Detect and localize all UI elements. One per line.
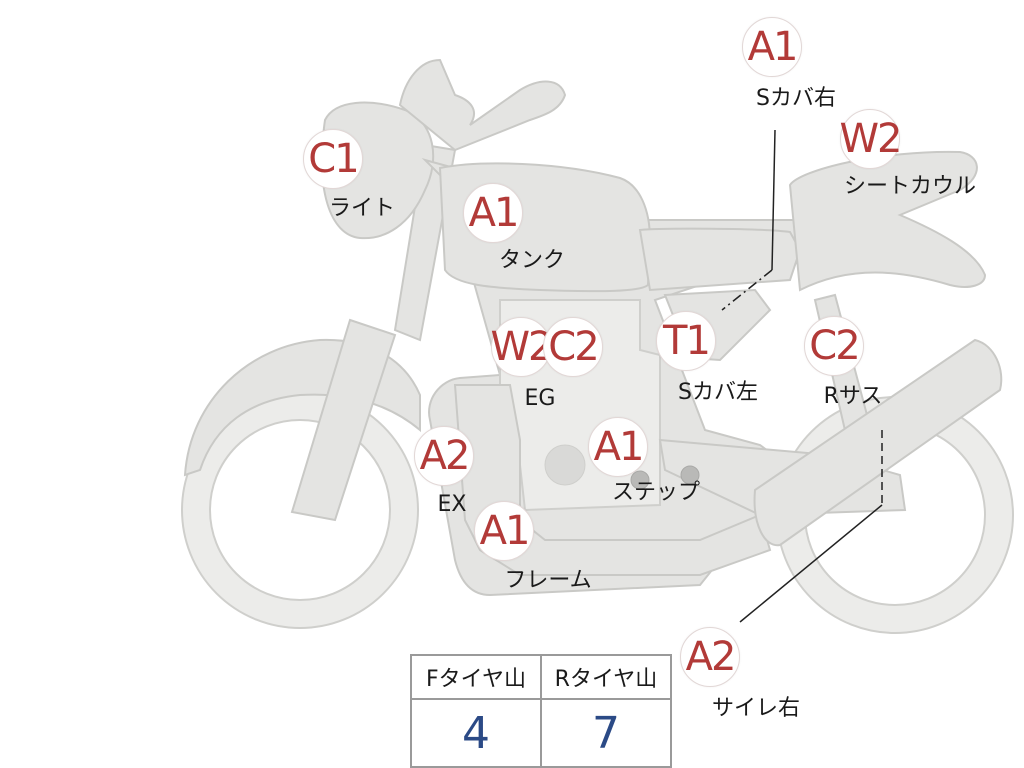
grade-badge-tank: A1 <box>463 183 523 243</box>
seat-cowl <box>788 150 987 292</box>
handlebar <box>398 58 567 152</box>
label-light: ライト <box>328 196 396 221</box>
grade-badge-engine-w2: W2 <box>491 317 554 377</box>
grade-badge-silencer-right: A2 <box>680 627 740 687</box>
step-peg-1 <box>630 470 650 490</box>
rear-tire-value: 7 <box>540 698 672 768</box>
rear-tire-header: Rタイヤ山 <box>540 654 672 700</box>
leader-s-cover-right <box>771 129 776 271</box>
seat <box>638 227 802 292</box>
front-tire-header: Fタイヤ山 <box>410 654 542 700</box>
silencer <box>753 338 1003 547</box>
label-engine: EG <box>524 386 556 411</box>
grade-badge-step: A1 <box>588 417 648 477</box>
front-tire-value: 4 <box>410 698 542 768</box>
step-peg-2 <box>680 465 700 485</box>
grade-badge-seat-cowl: W2 <box>840 109 903 169</box>
label-exhaust: EX <box>437 492 467 517</box>
label-silencer-right: サイレ右 <box>711 696 801 721</box>
label-rear-suspension: Rサス <box>823 384 883 409</box>
grade-badge-exhaust: A2 <box>414 426 474 486</box>
label-s-cover-left: Sカバ左 <box>678 380 758 405</box>
grade-badge-s-cover-left: T1 <box>656 311 716 371</box>
front-fork <box>290 318 397 522</box>
label-frame: フレーム <box>504 568 592 593</box>
tire-tread-table: Fタイヤ山 Rタイヤ山 4 7 <box>410 654 672 768</box>
grade-badge-light: C1 <box>303 129 363 189</box>
grade-badge-s-cover-right: A1 <box>742 17 802 77</box>
label-step: ステップ <box>611 480 701 505</box>
grade-badge-frame: A1 <box>474 501 534 561</box>
grade-badge-engine-c2: C2 <box>543 317 603 377</box>
grade-badge-rear-suspension: C2 <box>804 316 864 376</box>
label-seat-cowl: シートカウル <box>843 174 977 199</box>
engine-cover <box>544 444 586 486</box>
leader-silencer-right <box>739 504 883 623</box>
label-tank: タンク <box>498 248 566 273</box>
label-s-cover-right: Sカバ右 <box>756 86 836 111</box>
